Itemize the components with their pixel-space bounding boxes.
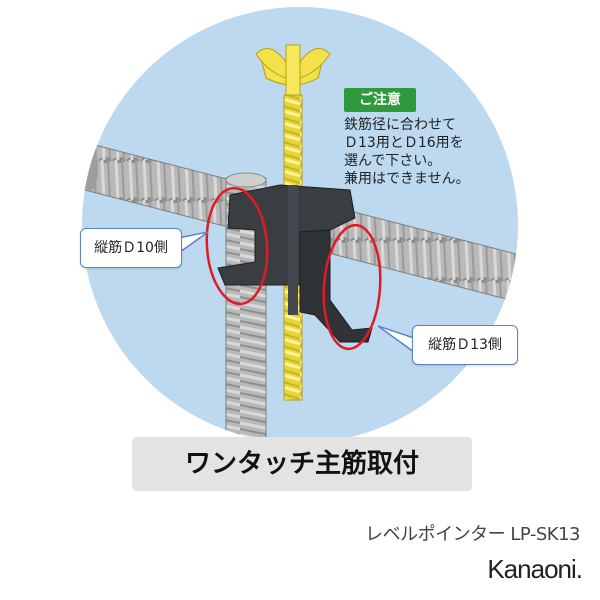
- caution-line: Ｄ13用とＤ16用を: [344, 135, 464, 151]
- caution-badge: ご注意: [344, 88, 416, 112]
- feature-caption: ワンタッチ主筋取付: [132, 437, 472, 491]
- callout-d10-label: 縦筋Ｄ10側: [80, 228, 182, 268]
- highlight-d13-ellipse: [322, 223, 382, 351]
- caution-text: 鉄筋径に合わせて Ｄ13用とＤ16用を 選んで下さい。 兼用はできません。: [344, 116, 514, 188]
- caution-line: 鉄筋径に合わせて: [344, 117, 456, 133]
- caution-line: 兼用はできません。: [344, 171, 470, 187]
- rebar-holder: [217, 184, 373, 343]
- brand-logo: Kanaoni.: [487, 554, 583, 584]
- caution-line: 選んで下さい。: [344, 153, 442, 169]
- highlight-d10-ellipse: [205, 186, 269, 306]
- product-name: レベルポインター LP-SK13: [365, 524, 580, 545]
- callout-d13-label: 縦筋Ｄ13側: [412, 325, 518, 365]
